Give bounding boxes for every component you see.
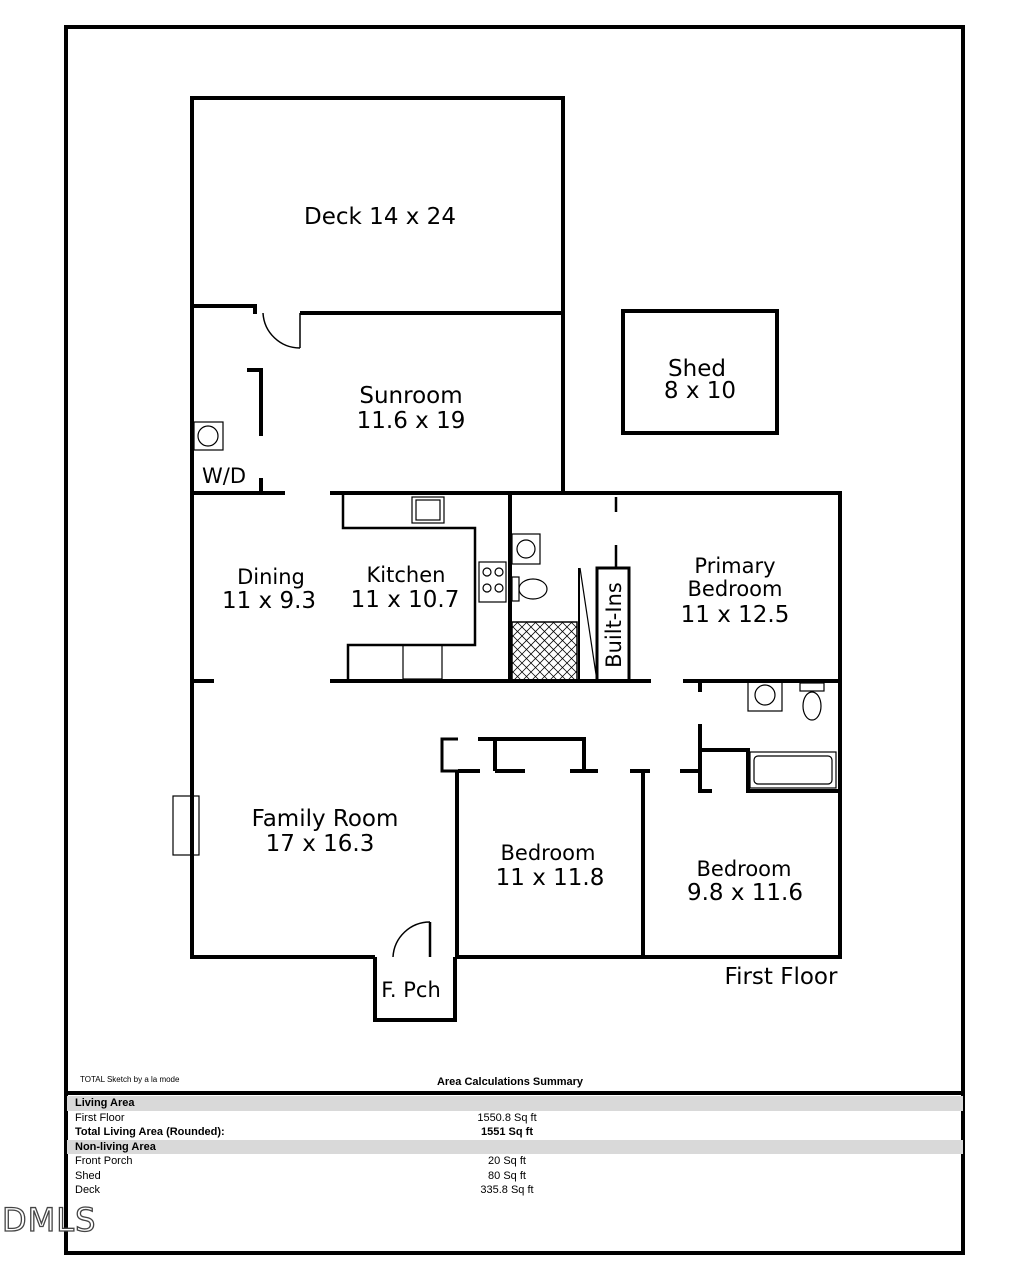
- shed-size: 8 x 10: [664, 378, 736, 404]
- first-floor-label: First Floor: [75, 1111, 125, 1124]
- deck-value: 335.8 Sq ft: [480, 1184, 534, 1196]
- family-name: Family Room: [252, 806, 399, 832]
- total-living-value: 1551 Sq ft: [481, 1126, 533, 1138]
- total-living-row: Total Living Area (Rounded): 1551 Sq ft: [67, 1125, 963, 1140]
- bedroom-a-name: Bedroom: [501, 841, 596, 865]
- kitchen-size: 11 x 10.7: [351, 587, 460, 613]
- primary-sink-icon: [747, 680, 783, 712]
- shed-name: Shed: [668, 356, 726, 382]
- fixtures: [172, 421, 837, 856]
- primary-name-1: Primary: [694, 554, 775, 578]
- laundry-sink-icon: [193, 421, 224, 451]
- primary-toilet-icon: [799, 682, 825, 721]
- bedroom-a-size: 11 x 11.8: [496, 865, 605, 891]
- sunroom-size: 11.6 x 19: [357, 408, 466, 434]
- fireplace-icon: [172, 795, 200, 856]
- family-size: 17 x 16.3: [266, 831, 375, 857]
- bedroom-b-name: Bedroom: [697, 857, 792, 881]
- primary-size: 11 x 12.5: [681, 602, 790, 628]
- toilet-icon: [511, 576, 548, 602]
- watermark-logo: DMLS: [1, 1200, 97, 1239]
- front-porch-value: 20 Sq ft: [488, 1155, 526, 1167]
- kitchen-sink-icon: [411, 496, 445, 524]
- first-floor-row: First Floor 1550.8 Sq ft: [67, 1111, 963, 1126]
- walls: [190, 96, 842, 1022]
- page-frame: [64, 25, 965, 1255]
- living-area-header: Living Area: [67, 1096, 963, 1111]
- sunroom-name: Sunroom: [359, 383, 462, 409]
- wd-label: W/D: [202, 464, 246, 488]
- bathtub-icon: [749, 751, 837, 789]
- dishwasher-icon: [402, 644, 443, 680]
- bedroom-b-size: 9.8 x 11.6: [687, 880, 803, 906]
- first-floor-value: 1550.8 Sq ft: [477, 1111, 537, 1124]
- porch-label: F. Pch: [381, 978, 441, 1002]
- front-porch-row: Front Porch 20 Sq ft: [67, 1154, 963, 1169]
- deck-row-label: Deck: [75, 1184, 101, 1196]
- dining-name: Dining: [237, 565, 305, 589]
- shed-value: 80 Sq ft: [488, 1169, 526, 1182]
- doors: [262, 312, 432, 958]
- nonliving-area-header-label: Non-living Area: [75, 1140, 156, 1153]
- shed-row: Shed 80 Sq ft: [67, 1169, 963, 1184]
- range-icon: [478, 561, 507, 603]
- bath-sink-icon: [511, 533, 541, 565]
- primary-name-2: Bedroom: [688, 577, 783, 601]
- sketch-credit: TOTAL Sketch by a la mode: [80, 1075, 180, 1084]
- kitchen-name: Kitchen: [367, 563, 446, 587]
- area-summary-table: Living Area First Floor 1550.8 Sq ft Tota…: [67, 1096, 963, 1198]
- front-porch-label: Front Porch: [75, 1155, 133, 1167]
- shed-label: Shed: [75, 1169, 101, 1182]
- floor-label: First Floor: [725, 964, 838, 990]
- dining-size: 11 x 9.3: [222, 588, 316, 614]
- nonliving-area-header: Non-living Area: [67, 1139, 963, 1154]
- total-living-label: Total Living Area (Rounded):: [75, 1126, 225, 1138]
- deck-label: Deck 14 x 24: [304, 204, 456, 230]
- tile-pattern: [511, 621, 578, 681]
- builtins-label: Built-Ins: [602, 582, 626, 668]
- deck-row: Deck 335.8 Sq ft: [67, 1183, 963, 1198]
- summary-title: Area Calculations Summary: [436, 1076, 584, 1088]
- living-area-header-label: Living Area: [75, 1097, 135, 1109]
